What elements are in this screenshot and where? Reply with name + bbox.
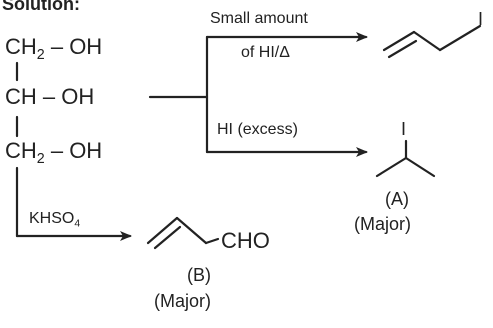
- product-a-major: (Major): [354, 214, 411, 234]
- isopropyl-iodide-structure: [375, 139, 436, 178]
- glycerol-c1-main: CH: [5, 34, 37, 59]
- product-b-major: (Major): [154, 291, 211, 311]
- glycerol-c3-main: CH: [5, 138, 37, 163]
- acrolein-cho: CHO: [221, 228, 270, 253]
- reagent-hi-heat: of HI/Δ: [241, 44, 290, 61]
- glycerol-c3: CH2 – OH: [5, 138, 103, 167]
- glycerol-c2: CH – OH: [5, 84, 95, 109]
- allyl-iodide-iodine: I: [478, 9, 484, 29]
- reagent-khso4: KHSO4: [29, 211, 80, 230]
- glycerol-c3-group: – OH: [44, 138, 103, 163]
- glycerol-c3-subscript: 2: [36, 151, 45, 167]
- reagent-khso4-main: KHSO: [29, 210, 75, 227]
- glycerol-c1-group: – OH: [44, 34, 103, 59]
- glycerol-c1: CH2 – OH: [5, 34, 103, 63]
- reagent-small-amount: Small amount: [210, 10, 308, 27]
- isopropyl-iodide-iodine: I: [401, 119, 407, 139]
- glycerol-c1-subscript: 2: [36, 47, 45, 63]
- reagent-khso4-subscript: 4: [74, 218, 81, 230]
- product-b-label: (B): [187, 265, 211, 285]
- reagent-hi-excess: HI (excess): [217, 121, 298, 138]
- acrolein-structure: [146, 216, 220, 250]
- solution-heading: Solution:: [2, 0, 80, 14]
- product-a-label: (A): [385, 189, 409, 209]
- allyl-iodide-structure: [382, 24, 482, 59]
